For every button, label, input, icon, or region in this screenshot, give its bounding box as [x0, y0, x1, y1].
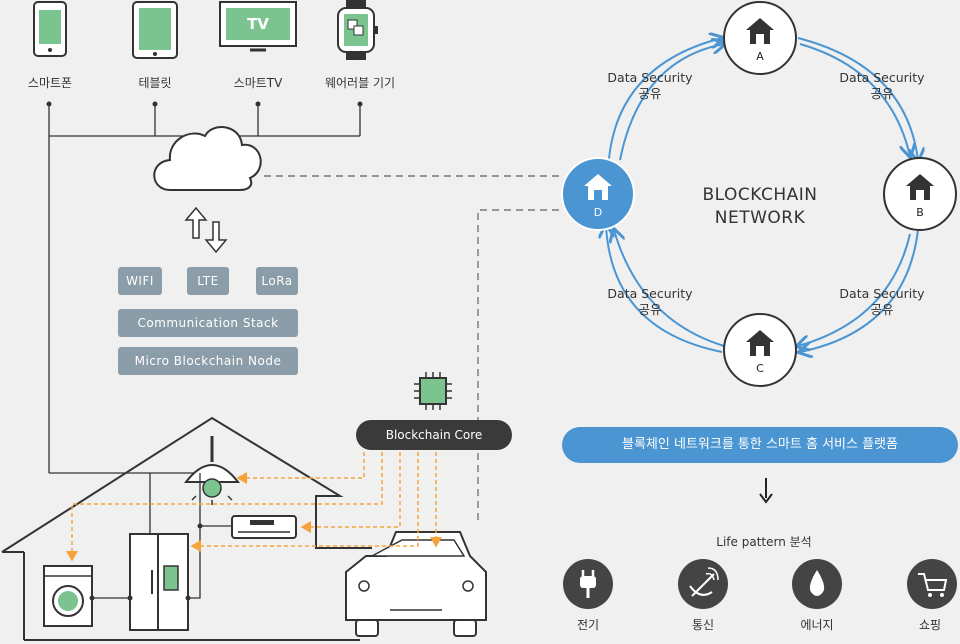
node-c: C [723, 313, 797, 387]
node-a-label: A [756, 50, 764, 63]
washing-machine-icon [43, 565, 93, 627]
service-label-telecom: 통신 [691, 618, 715, 632]
node-a: A [723, 1, 797, 75]
service-label-shopping: 쇼핑 [918, 618, 942, 632]
smartphone-icon [33, 1, 67, 57]
node-b-label: B [916, 206, 924, 219]
edge-label-line1: Data Security [607, 286, 693, 301]
chip-icon [414, 372, 452, 410]
network-title-line2: NETWORK [714, 208, 806, 228]
smartphone-label: 스마트폰 [27, 76, 73, 90]
edge-label-line2: 공유 [638, 86, 662, 101]
exchange-arrows-icon [184, 206, 228, 254]
edge-label-line1: Data Security [607, 70, 693, 85]
edge-label-ab: Data Security 공유 [822, 70, 942, 102]
node-c-label: C [756, 362, 764, 375]
smart-tv-icon [219, 1, 297, 52]
service-label-electricity: 전기 [576, 618, 600, 632]
service-label-energy: 에너지 [800, 618, 834, 632]
core-to-device-arrows [66, 452, 442, 562]
tablet-label: 테블릿 [138, 76, 172, 90]
house-outline [1, 416, 372, 553]
network-ring [606, 38, 918, 352]
satellite-icon [678, 559, 728, 609]
bus-dots [46, 101, 363, 107]
tv-screen-text: TV [247, 15, 269, 33]
drop-icon [792, 559, 842, 609]
life-pattern-label: Life pattern 분석 [716, 535, 812, 549]
edge-label-line1: Data Security [839, 286, 925, 301]
down-arrow-icon [759, 478, 773, 504]
wearable-label: 웨어러블 기기 [324, 76, 396, 90]
micro-blockchain-node: Micro Blockchain Node [118, 347, 298, 375]
edge-label-cd: Data Security 공유 [590, 286, 710, 318]
smartwatch-icon [337, 0, 378, 60]
edge-label-line2: 공유 [638, 302, 662, 317]
tablet-icon [132, 1, 178, 59]
car-to-d-link [477, 209, 562, 520]
network-title: BLOCKCHAIN NETWORK [680, 184, 840, 230]
protocol-lora: LoRa [256, 267, 298, 295]
platform-banner: 블록체인 네트워크를 통한 스마트 홈 서비스 플랫폼 [562, 427, 958, 463]
refrigerator-icon [129, 533, 189, 631]
edge-label-line1: Data Security [839, 70, 925, 85]
node-d-label: D [594, 206, 602, 219]
node-d: D [561, 157, 635, 231]
node-b: B [883, 157, 957, 231]
communication-stack: Communication Stack [118, 309, 298, 337]
cart-icon [907, 559, 957, 609]
edge-label-da: Data Security 공유 [590, 70, 710, 102]
protocol-lte: LTE [187, 267, 229, 295]
edge-label-line2: 공유 [870, 302, 894, 317]
protocol-wifi: WIFI [118, 267, 162, 295]
blockchain-core: Blockchain Core [356, 420, 512, 450]
cloud-icon [153, 126, 262, 191]
plug-icon [563, 559, 613, 609]
air-conditioner-icon [231, 515, 297, 539]
lamp-icon [183, 436, 241, 505]
network-title-line1: BLOCKCHAIN [702, 185, 818, 205]
edge-label-bc: Data Security 공유 [822, 286, 942, 318]
edge-label-line2: 공유 [870, 86, 894, 101]
smart-tv-label: 스마트TV [233, 76, 283, 90]
